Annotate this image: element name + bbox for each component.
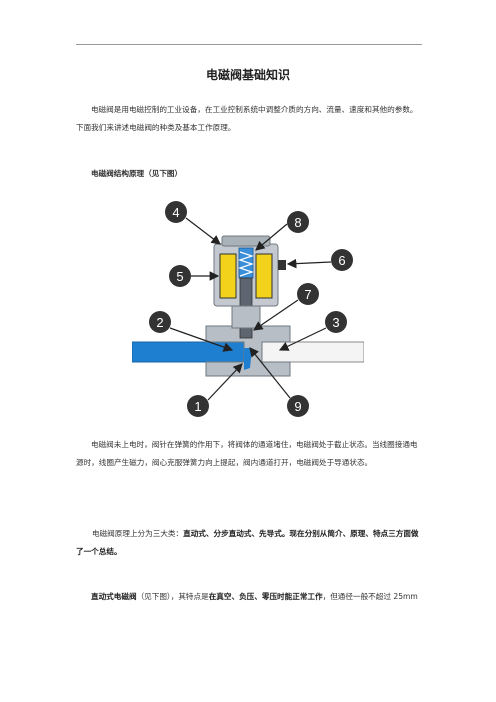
label-1: 1	[187, 395, 209, 417]
label-2: 2	[149, 311, 171, 333]
intro-paragraph: 电磁阀是用电磁控制的工业设备，在工业控制系统中调整介质的方向、流量、速度和其他的…	[76, 105, 418, 132]
spring	[238, 251, 254, 277]
coil-right	[255, 253, 273, 299]
svg-text:8: 8	[294, 215, 301, 230]
inlet-pipe	[132, 341, 245, 363]
svg-text:1: 1	[194, 399, 201, 414]
direct-feature: 在真空、负压、零压时能正常工作	[208, 592, 323, 601]
svg-text:2: 2	[156, 315, 163, 330]
arrow-1	[207, 363, 243, 401]
direct-heading: 直动式电磁阀	[91, 592, 137, 601]
bonnet	[231, 305, 261, 329]
header-rule	[76, 44, 422, 45]
label-6: 6	[331, 249, 353, 271]
svg-text:7: 7	[304, 287, 311, 302]
direct-end: ，但通径一般不超过 25mm	[322, 592, 418, 601]
working-paragraph: 电磁阀未上电时，阀针在弹簧的作用下，将阀体的通道堵住，电磁阀处于截止状态。当线圈…	[76, 440, 418, 467]
label-8: 8	[287, 211, 309, 233]
label-4: 4	[165, 201, 187, 223]
outlet-pipe	[251, 341, 364, 363]
label-9: 9	[287, 395, 309, 417]
arrow-3	[278, 327, 327, 351]
direct-paragraph: 直动式电磁阀（见下图），其特点是在真空、负压、零压时能正常工作，但通径一般不超过…	[76, 588, 422, 606]
arrow-6	[286, 258, 332, 269]
document-title: 电磁阀基础知识	[205, 68, 290, 82]
section-heading: 电磁阀结构原理（见下图）	[91, 169, 183, 178]
label-5: 5	[169, 265, 191, 287]
direct-text: （见下图），其特点是	[136, 592, 209, 601]
types-bold: 直动式、分步直动式、先导式。现在分别从简介、原理、特点三方面做了一个总结。	[76, 529, 419, 556]
svg-text:6: 6	[338, 253, 345, 268]
arrow-7	[253, 299, 299, 331]
types-paragraph: 电磁阀原理上分为三大类：直动式、分步直动式、先导式。现在分别从简介、原理、特点三…	[76, 525, 422, 561]
types-text: 电磁阀原理上分为三大类：	[92, 529, 184, 538]
solenoid-valve-diagram: 4 8 5 6 7 2 3 1 9	[132, 201, 364, 417]
arrow-2	[169, 327, 234, 352]
svg-text:5: 5	[176, 269, 183, 284]
svg-text:3: 3	[332, 315, 339, 330]
svg-text:4: 4	[172, 205, 179, 220]
label-3: 3	[325, 311, 347, 333]
arrow-9	[249, 347, 291, 399]
svg-text:9: 9	[294, 399, 301, 414]
arrow-4	[185, 217, 221, 245]
label-7: 7	[297, 283, 319, 305]
coil-left	[219, 253, 237, 299]
arrow-8	[255, 223, 288, 251]
connector	[278, 260, 286, 270]
